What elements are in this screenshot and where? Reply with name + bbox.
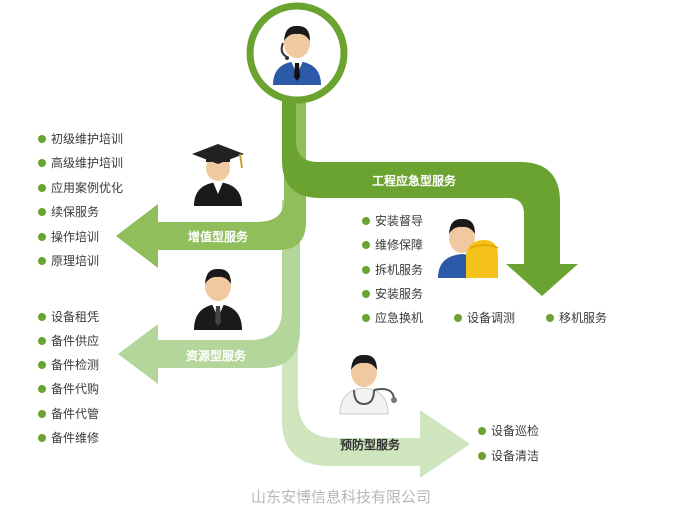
list-item: 设备调测 — [454, 311, 515, 325]
company-watermark: 山东安博信息科技有限公司 — [250, 488, 431, 506]
list-item: 备件维修 — [38, 431, 99, 445]
list-item: 原理培训 — [38, 254, 99, 268]
list-item: 维修保障 — [362, 238, 423, 252]
bullet-icon — [38, 184, 46, 192]
bullet-icon — [38, 361, 46, 369]
list-item: 备件检测 — [38, 358, 99, 372]
hardhat-worker-icon — [438, 218, 499, 278]
doctor-icon — [339, 354, 397, 415]
bullet-icon — [38, 159, 46, 167]
list-item: 备件代购 — [38, 382, 99, 396]
list-item: 高级维护培训 — [38, 156, 123, 170]
preventive-service-label: 预防型服务 — [340, 438, 401, 452]
bullet-icon — [38, 257, 46, 265]
businessman-icon — [194, 268, 242, 330]
list-item: 备件供应 — [38, 334, 99, 348]
bullet-icon — [38, 135, 46, 143]
bullet-icon — [362, 314, 370, 322]
list-item: 移机服务 — [546, 311, 607, 325]
list-item: 备件代管 — [38, 407, 99, 421]
resource-arrow — [118, 200, 300, 384]
emergency-service-label: 工程应急型服务 — [372, 174, 457, 188]
bullet-icon — [38, 233, 46, 241]
list-item: 操作培训 — [38, 230, 99, 244]
list-item: 设备巡检 — [478, 424, 539, 438]
bullet-icon — [454, 314, 462, 322]
list-item: 安装服务 — [362, 287, 423, 301]
bullet-icon — [38, 410, 46, 418]
list-item: 初级维护培训 — [38, 132, 123, 146]
list-item: 应用案例优化 — [38, 181, 123, 195]
businessman-icon — [273, 25, 321, 85]
bullet-icon — [38, 208, 46, 216]
bullet-icon — [38, 313, 46, 321]
list-item: 设备租凭 — [38, 310, 99, 324]
bullet-icon — [362, 290, 370, 298]
list-item: 应急换机 — [362, 311, 423, 325]
value-added-arrow — [116, 100, 306, 268]
preventive-arrow — [282, 250, 470, 478]
bullet-icon — [362, 266, 370, 274]
list-item: 续保服务 — [38, 205, 99, 219]
bullet-icon — [38, 385, 46, 393]
bullet-icon — [362, 217, 370, 225]
list-item: 设备清洁 — [478, 449, 539, 463]
list-item: 拆机服务 — [362, 263, 423, 277]
bullet-icon — [478, 427, 486, 435]
resource-service-label: 资源型服务 — [186, 349, 247, 363]
list-item: 安装督导 — [362, 214, 423, 228]
graduate-icon — [192, 144, 244, 206]
bullet-icon — [38, 434, 46, 442]
bullet-icon — [38, 337, 46, 345]
value-added-service-label: 增值型服务 — [188, 230, 249, 244]
bullet-icon — [362, 241, 370, 249]
bullet-icon — [478, 452, 486, 460]
bullet-icon — [546, 314, 554, 322]
emergency-arrow — [282, 70, 578, 296]
